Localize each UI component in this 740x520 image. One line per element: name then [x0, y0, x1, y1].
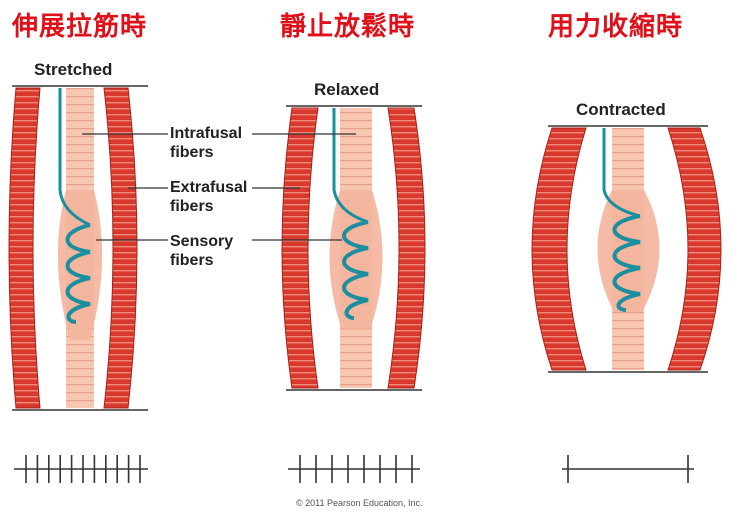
spike-train-stretched — [25, 455, 141, 483]
panel-stretched — [8, 85, 168, 483]
extrafusal-fiber-right — [387, 107, 426, 389]
callout-intrafusal-fibers: Intrafusal fibers — [170, 125, 243, 161]
sensory-spiral — [612, 214, 641, 312]
sensory-nerve — [58, 88, 91, 227]
sensory-spiral — [65, 223, 91, 324]
extrafusal-fiber-right — [103, 87, 138, 409]
spindle-capsule — [329, 190, 383, 330]
sensory-nerve — [332, 108, 369, 224]
callout-sensory-fibers: Sensory fibers — [170, 233, 234, 269]
sensory-spiral — [342, 220, 369, 320]
title-stretched-zh: 伸展拉筋時 — [12, 12, 148, 42]
title-relaxed-zh: 靜止放鬆時 — [280, 12, 416, 42]
label-relaxed: Relaxed — [314, 80, 380, 99]
callout-extrafusal-fibers: Extrafusal fibers — [170, 179, 248, 215]
extrafusal-fiber-left — [281, 107, 319, 389]
extrafusal-fiber-left — [8, 87, 41, 409]
spindle-capsule — [57, 190, 103, 340]
panel-relaxed — [252, 105, 426, 483]
label-contracted: Contracted — [576, 100, 666, 119]
spike-train-relaxed — [299, 455, 413, 483]
panel-contracted — [531, 125, 722, 483]
copyright-notice: © 2011 Pearson Education, Inc. — [296, 498, 423, 508]
label-stretched: Stretched — [34, 60, 113, 79]
title-contracted-zh: 用力收縮時 — [548, 12, 684, 42]
extrafusal-fiber-left — [531, 127, 587, 371]
sensory-nerve — [602, 128, 641, 218]
spike-train-contracted — [567, 455, 689, 483]
extrafusal-fiber-right — [667, 127, 722, 371]
